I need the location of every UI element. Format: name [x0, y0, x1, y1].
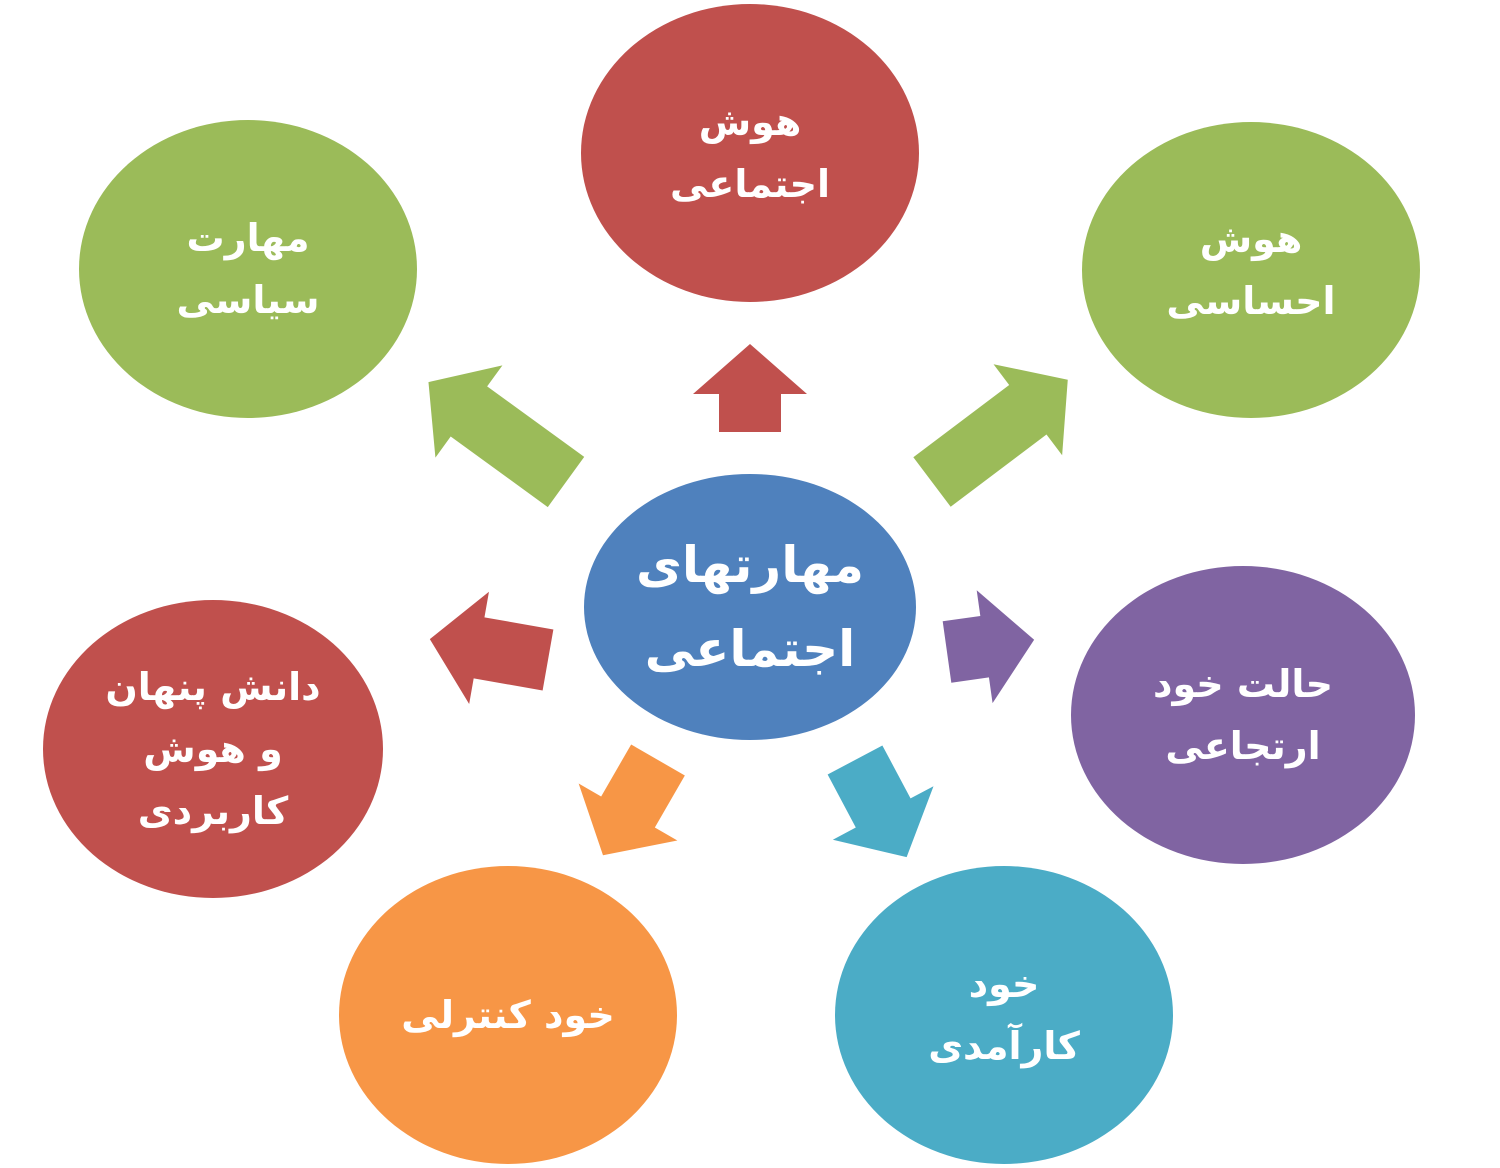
- node-reflexive-self-state-line-2: ارتجاعی: [1165, 724, 1321, 768]
- node-political-skill-line-2: سیاسی: [176, 278, 320, 322]
- node-tacit-knowledge-label: دانش پنهان و هوش کاربردی: [43, 600, 383, 898]
- node-reflexive-self-state-label: حالت خود ارتجاعی: [1071, 566, 1415, 864]
- node-self-efficacy-line-1: خود: [968, 962, 1040, 1006]
- node-emotional-intelligence-label: هوش احساسی: [1082, 122, 1420, 418]
- node-emotional-intelligence-line-2: احساسی: [1166, 279, 1336, 323]
- arrows-group: [428, 344, 1068, 858]
- node-emotional-intelligence-line-1: هوش: [1199, 217, 1303, 261]
- node-social-intelligence-line-1: هوش: [698, 100, 802, 144]
- node-tacit-knowledge-line-2: و هوش: [143, 727, 283, 771]
- arrow-to-political-skill: [428, 365, 585, 508]
- node-political-skill-label: مهارت سیاسی: [79, 120, 417, 418]
- node-political-skill-circle: [79, 120, 417, 418]
- node-social-intelligence-label: هوش اجتماعی: [581, 4, 919, 302]
- node-social-intelligence-circle: [581, 4, 919, 302]
- node-emotional-intelligence-circle: [1082, 122, 1420, 418]
- circles-group: [43, 4, 1420, 1164]
- arrow-to-tacit-knowledge: [429, 591, 554, 704]
- node-tacit-knowledge-line-1: دانش پنهان: [105, 665, 321, 709]
- node-political-skill-line-1: مهارت: [186, 216, 310, 260]
- center-line-1: مهارتهای: [636, 536, 864, 594]
- arrow-to-self-control: [578, 744, 685, 856]
- arrow-to-reflexive-self-state: [942, 590, 1035, 704]
- center-node-circle: [584, 474, 916, 740]
- node-tacit-knowledge-line-3: کاربردی: [137, 789, 289, 833]
- node-tacit-knowledge-circle: [43, 600, 383, 898]
- node-self-efficacy-label: خود کارآمدی: [835, 866, 1173, 1164]
- center-node-label: مهارتهای اجتماعی: [584, 474, 916, 740]
- node-self-control-label: خود کنترلی: [339, 866, 677, 1164]
- arrow-to-social-intelligence: [693, 344, 807, 432]
- center-line-2: اجتماعی: [644, 620, 856, 678]
- arrow-to-self-efficacy: [827, 745, 934, 858]
- node-self-efficacy-line-2: کارآمدی: [928, 1024, 1080, 1068]
- node-reflexive-self-state-circle: [1071, 566, 1415, 864]
- node-social-intelligence-line-2: اجتماعی: [669, 162, 831, 206]
- node-self-control-line-1: خود کنترلی: [401, 993, 615, 1037]
- node-reflexive-self-state-line-1: حالت خود: [1152, 662, 1334, 706]
- arrow-to-emotional-intelligence: [913, 364, 1068, 507]
- node-self-control-circle: [339, 866, 677, 1164]
- node-self-efficacy-circle: [835, 866, 1173, 1164]
